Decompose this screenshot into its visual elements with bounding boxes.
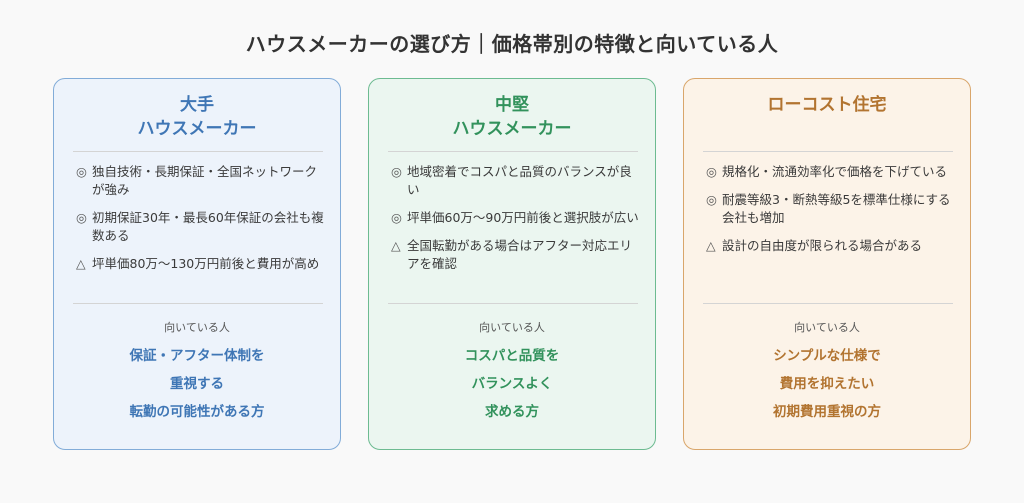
card-title: ローコスト住宅 xyxy=(684,93,970,117)
suited-for-line: シンプルな仕様で xyxy=(773,348,881,364)
suited-for-line: 求める方 xyxy=(485,404,539,420)
suited-for-text: コスパと品質を バランスよく 求める方 xyxy=(369,342,655,426)
triangle-icon: △ xyxy=(706,238,716,253)
divider xyxy=(388,151,638,152)
page-title: ハウスメーカーの選び方｜価格帯別の特徴と向いている人 xyxy=(245,32,779,56)
feature-item: △ 全国転勤がある場合はアフター対応エリアを確認 xyxy=(391,237,643,273)
feature-text: 坪単価60万〜90万円前後と選択肢が広い xyxy=(407,210,639,225)
divider xyxy=(703,151,953,152)
suited-for-label: 向いている人 xyxy=(479,321,545,334)
feature-text: 独自技術・長期保証・全国ネットワークが強み xyxy=(92,164,318,197)
double-circle-icon: ◎ xyxy=(76,164,87,179)
suited-for-line: 重視する xyxy=(170,376,224,392)
card-lowcost-housing: ローコスト住宅 ◎ 規格化・流通効率化で価格を下げている ◎ 耐震等級3・断熱等… xyxy=(683,78,971,450)
card-title: 大手 ハウスメーカー xyxy=(54,93,340,141)
divider xyxy=(73,303,323,304)
suited-for-line: 初期費用重視の方 xyxy=(773,404,881,420)
divider xyxy=(388,303,638,304)
double-circle-icon: ◎ xyxy=(76,210,87,225)
feature-text: 設計の自由度が限られる場合がある xyxy=(722,238,923,253)
double-circle-icon: ◎ xyxy=(391,210,402,225)
feature-list: ◎ 独自技術・長期保証・全国ネットワークが強み ◎ 初期保証30年・最長60年保… xyxy=(76,163,328,283)
card-title-line2: ハウスメーカー xyxy=(137,119,257,139)
feature-text: 耐震等級3・断熱等級5を標準仕様にする会社も増加 xyxy=(722,192,951,225)
card-title-line2: ハウスメーカー xyxy=(452,119,572,139)
feature-item: ◎ 坪単価60万〜90万円前後と選択肢が広い xyxy=(391,209,643,227)
double-circle-icon: ◎ xyxy=(391,164,402,179)
feature-text: 坪単価80万〜130万円前後と費用が高め xyxy=(92,256,320,271)
feature-item: ◎ 地域密着でコスパと品質のバランスが良い xyxy=(391,163,643,199)
feature-item: △ 設計の自由度が限られる場合がある xyxy=(706,237,958,255)
suited-for-label: 向いている人 xyxy=(794,321,860,334)
feature-item: ◎ 初期保証30年・最長60年保証の会社も複数ある xyxy=(76,209,328,245)
card-title-line1: 大手 xyxy=(180,95,214,115)
card-title-line1: ローコスト住宅 xyxy=(767,95,887,115)
feature-text: 全国転勤がある場合はアフター対応エリアを確認 xyxy=(407,238,633,271)
divider xyxy=(703,303,953,304)
suited-for-line: 保証・アフター体制を xyxy=(129,348,265,364)
suited-for-line: 転勤の可能性がある方 xyxy=(129,404,265,420)
suited-for-line: 費用を抑えたい xyxy=(779,376,875,392)
card-title: 中堅 ハウスメーカー xyxy=(369,93,655,141)
card-large-housemaker: 大手 ハウスメーカー ◎ 独自技術・長期保証・全国ネットワークが強み ◎ 初期保… xyxy=(53,78,341,450)
feature-item: △ 坪単価80万〜130万円前後と費用が高め xyxy=(76,255,328,273)
double-circle-icon: ◎ xyxy=(706,192,717,207)
triangle-icon: △ xyxy=(76,256,86,271)
suited-for-line: コスパと品質を xyxy=(464,348,560,364)
feature-item: ◎ 独自技術・長期保証・全国ネットワークが強み xyxy=(76,163,328,199)
suited-for-label: 向いている人 xyxy=(164,321,230,334)
feature-list: ◎ 規格化・流通効率化で価格を下げている ◎ 耐震等級3・断熱等級5を標準仕様に… xyxy=(706,163,958,265)
feature-item: ◎ 規格化・流通効率化で価格を下げている xyxy=(706,163,958,181)
feature-text: 地域密着でコスパと品質のバランスが良い xyxy=(407,164,632,197)
suited-for-line: バランスよく xyxy=(471,376,553,392)
card-title-line1: 中堅 xyxy=(495,95,529,115)
divider xyxy=(73,151,323,152)
feature-text: 初期保証30年・最長60年保証の会社も複数ある xyxy=(92,210,324,243)
card-mid-housemaker: 中堅 ハウスメーカー ◎ 地域密着でコスパと品質のバランスが良い ◎ 坪単価60… xyxy=(368,78,656,450)
feature-item: ◎ 耐震等級3・断熱等級5を標準仕様にする会社も増加 xyxy=(706,191,958,227)
triangle-icon: △ xyxy=(391,238,401,253)
feature-text: 規格化・流通効率化で価格を下げている xyxy=(722,164,948,179)
feature-list: ◎ 地域密着でコスパと品質のバランスが良い ◎ 坪単価60万〜90万円前後と選択… xyxy=(391,163,643,283)
suited-for-text: シンプルな仕様で 費用を抑えたい 初期費用重視の方 xyxy=(684,342,970,426)
double-circle-icon: ◎ xyxy=(706,164,717,179)
suited-for-text: 保証・アフター体制を 重視する 転勤の可能性がある方 xyxy=(54,342,340,426)
